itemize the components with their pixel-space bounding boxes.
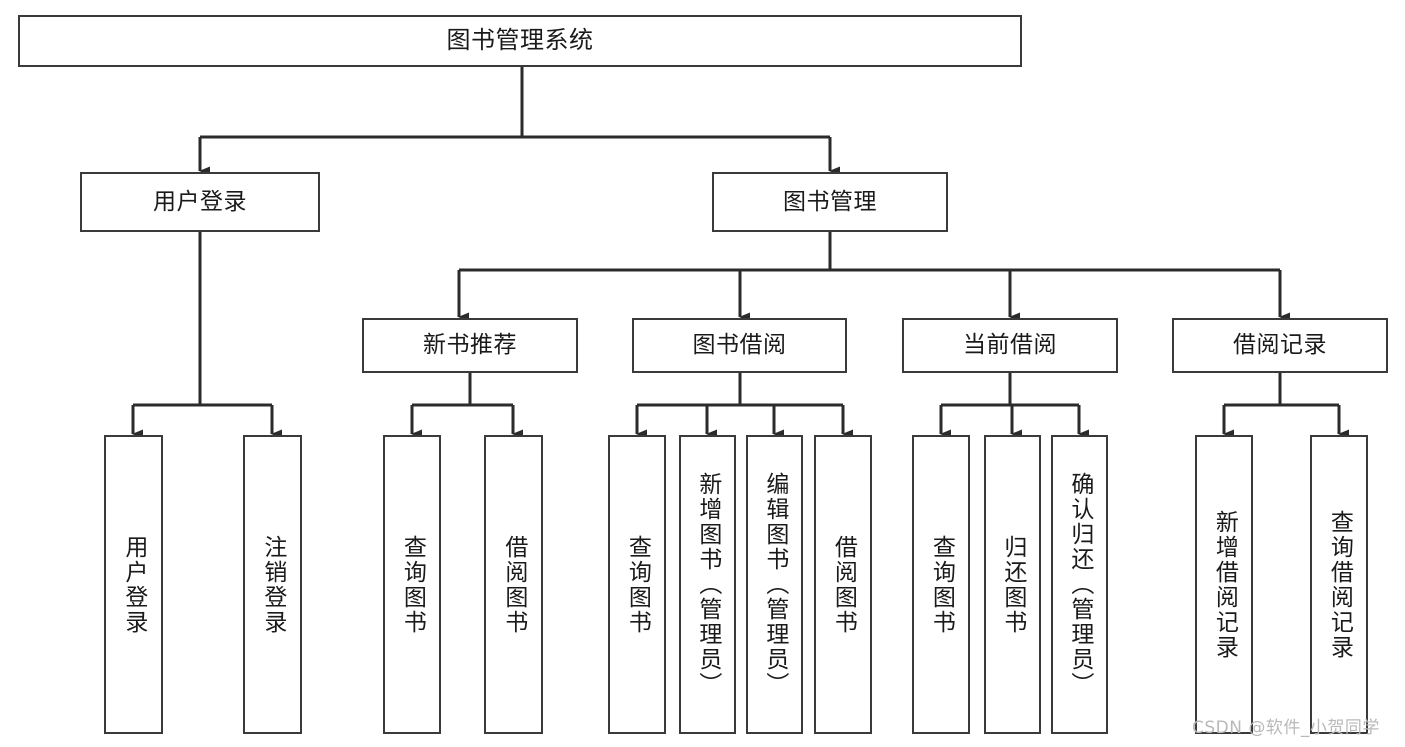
connector-group bbox=[131, 67, 1349, 439]
node-leaf-rec-borrow[interactable]: 借阅图书 bbox=[484, 435, 543, 734]
node-label-new-book-rec: 新书推荐 bbox=[423, 332, 517, 359]
node-label-user-login: 用户登录 bbox=[153, 188, 247, 215]
node-label-leaf-cur-query: 查询图书 bbox=[928, 534, 955, 635]
node-current-borrow[interactable]: 当前借阅 bbox=[902, 318, 1118, 373]
node-user-login[interactable]: 用户登录 bbox=[80, 172, 320, 232]
node-leaf-logout[interactable]: 注销登录 bbox=[243, 435, 302, 734]
node-leaf-borrow-query[interactable]: 查询图书 bbox=[608, 435, 666, 734]
node-leaf-borrow-add[interactable]: 新增图书（管理员） bbox=[679, 435, 736, 734]
node-leaf-borrow-do[interactable]: 借阅图书 bbox=[814, 435, 872, 734]
node-label-leaf-user-login: 用户登录 bbox=[120, 534, 147, 635]
node-label-borrow-record: 借阅记录 bbox=[1233, 332, 1327, 359]
node-leaf-cur-query[interactable]: 查询图书 bbox=[912, 435, 970, 734]
node-root[interactable]: 图书管理系统 bbox=[18, 15, 1022, 67]
node-book-borrow[interactable]: 图书借阅 bbox=[632, 318, 847, 373]
node-label-leaf-rec-borrow: 借阅图书 bbox=[500, 534, 527, 635]
node-new-book-rec[interactable]: 新书推荐 bbox=[362, 318, 578, 373]
node-label-leaf-cur-return: 归还图书 bbox=[999, 534, 1026, 635]
node-leaf-borrow-edit[interactable]: 编辑图书（管理员） bbox=[746, 435, 803, 734]
node-label-current-borrow: 当前借阅 bbox=[963, 332, 1057, 359]
node-leaf-cur-confirm[interactable]: 确认归还（管理员） bbox=[1051, 435, 1108, 734]
node-book-manage[interactable]: 图书管理 bbox=[712, 172, 948, 232]
node-borrow-record[interactable]: 借阅记录 bbox=[1172, 318, 1388, 373]
node-label-book-manage: 图书管理 bbox=[783, 188, 877, 215]
node-leaf-rec-search[interactable]: 查询借阅记录 bbox=[1310, 435, 1368, 734]
node-label-leaf-rec-search: 查询借阅记录 bbox=[1326, 509, 1353, 660]
node-label-leaf-cur-confirm: 确认归还（管理员） bbox=[1066, 472, 1093, 697]
node-label-leaf-borrow-add: 新增图书（管理员） bbox=[694, 472, 721, 697]
node-label-leaf-rec-query: 查询图书 bbox=[399, 534, 426, 635]
node-label-root: 图书管理系统 bbox=[446, 26, 594, 55]
node-leaf-user-login[interactable]: 用户登录 bbox=[104, 435, 163, 734]
node-leaf-rec-query[interactable]: 查询图书 bbox=[383, 435, 441, 734]
node-label-book-borrow: 图书借阅 bbox=[692, 332, 787, 359]
node-label-leaf-borrow-edit: 编辑图书（管理员） bbox=[761, 472, 788, 697]
node-label-leaf-rec-add: 新增借阅记录 bbox=[1211, 509, 1238, 660]
node-leaf-rec-add[interactable]: 新增借阅记录 bbox=[1195, 435, 1253, 734]
node-label-leaf-borrow-query: 查询图书 bbox=[624, 534, 651, 635]
node-label-leaf-logout: 注销登录 bbox=[259, 534, 286, 635]
node-label-leaf-borrow-do: 借阅图书 bbox=[830, 534, 857, 635]
node-leaf-cur-return[interactable]: 归还图书 bbox=[984, 435, 1041, 734]
